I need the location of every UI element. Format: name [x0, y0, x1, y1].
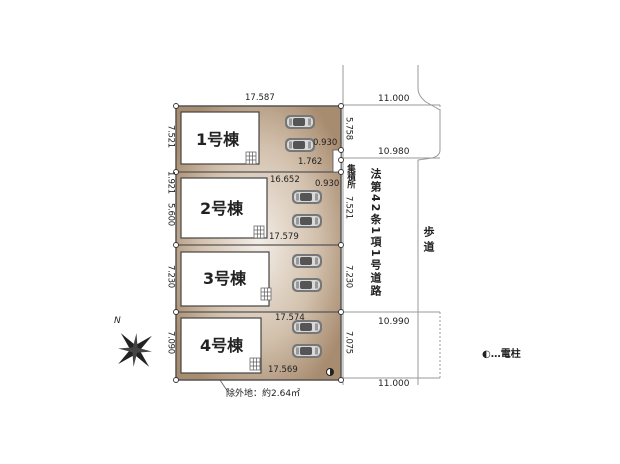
road-width-top: 11.000 — [378, 94, 410, 104]
dim-lot2-bottom: 17.579 — [269, 232, 299, 242]
meter-icon — [260, 287, 272, 301]
unit-2-footprint — [180, 177, 268, 239]
dim-lot2-top: 16.652 — [270, 175, 300, 185]
dim-lot2-right: 7.521 — [343, 196, 354, 219]
meter-icon — [253, 225, 265, 239]
utility-pole-legend-icon: ◐ — [482, 349, 491, 360]
road-lines — [342, 65, 441, 385]
car-icon — [285, 115, 315, 129]
unit-2-label: 2号棟 — [200, 199, 244, 218]
dim-lot3-left: 7.230 — [165, 265, 176, 288]
car-icon — [292, 190, 322, 204]
utility-pole-icon — [326, 368, 334, 376]
exclusion-note: 除外地：約2.64㎡ — [226, 389, 301, 399]
road-width-upper: 10.980 — [378, 147, 410, 157]
dim-top-width: 17.587 — [245, 93, 275, 103]
dim-gap-1-2: 1.921 — [165, 171, 176, 194]
meter-icon — [245, 151, 257, 165]
dim-lot3-right: 7.230 — [343, 265, 354, 288]
dim-lot4-right: 7.075 — [343, 331, 354, 354]
unit-3-footprint — [180, 251, 270, 307]
dim-lot1-bottom-small: 0.930 — [313, 138, 338, 148]
car-icon — [292, 254, 322, 268]
unit-1-label: 1号棟 — [196, 130, 240, 149]
legend-label: …電柱 — [490, 349, 521, 360]
road-legal-label: 法第42条1項1号道路 — [369, 168, 382, 298]
dim-collection-width: 1.762 — [298, 157, 323, 167]
dim-lot2-top-small: 0.930 — [315, 179, 340, 189]
car-icon — [292, 344, 322, 358]
sidewalk-label: 歩道 — [422, 226, 435, 256]
north-arrow-icon — [118, 333, 152, 367]
dim-lot4-left: 7.090 — [165, 331, 176, 354]
collection-point-label: 集積所 — [345, 164, 356, 188]
exclusion-leader — [219, 379, 229, 393]
car-icon — [292, 214, 322, 228]
dim-lot1-right: 5.758 — [343, 117, 354, 140]
survey-markers — [173, 103, 344, 383]
dim-lot1-left: 7.521 — [165, 125, 176, 148]
road-width-lower: 10.990 — [378, 317, 410, 327]
dim-bottom-width: 17.569 — [268, 365, 298, 375]
road-width-bottom: 11.000 — [378, 379, 410, 389]
meter-icon — [249, 357, 261, 371]
buildings — [180, 111, 272, 374]
unit-3-label: 3号棟 — [203, 269, 247, 288]
unit-4-label: 4号棟 — [200, 336, 244, 355]
dim-lot4-top: 17.574 — [275, 313, 305, 323]
car-icon — [292, 278, 322, 292]
dim-lot2-left: 5.600 — [165, 203, 176, 226]
unit-4-footprint — [180, 317, 262, 374]
car-icon — [285, 138, 315, 152]
north-label: N — [114, 316, 121, 326]
legend: ◐…電柱 — [482, 350, 521, 360]
